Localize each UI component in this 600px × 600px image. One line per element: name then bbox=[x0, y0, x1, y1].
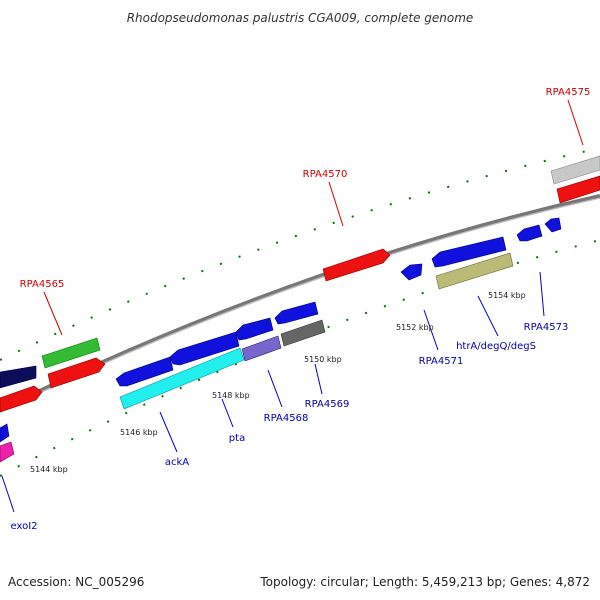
gene-label-rpa4571: RPA4571 bbox=[419, 356, 464, 367]
forward-gene-labels: RPA4565 RPA4570 RPA4575 bbox=[20, 87, 591, 290]
position-label-5154-kbp: 5154 kbp bbox=[488, 291, 526, 300]
genome-title: Rhodopseudomonas palustris CGA009, compl… bbox=[127, 11, 474, 25]
forward-gene-rpa4575[interactable] bbox=[556, 175, 600, 204]
reverse-gene-blue-b[interactable] bbox=[235, 317, 274, 341]
forward-gene-navy[interactable] bbox=[0, 365, 37, 389]
position-label-5152-kbp: 5152 kbp bbox=[396, 323, 434, 332]
reverse-gene-rpa4571[interactable] bbox=[400, 263, 423, 281]
position-label-5148-kbp: 5148 kbp bbox=[212, 391, 250, 400]
position-labels: 5144 kbp 5146 kbp 5148 kbp 5150 kbp 5152 kbp… bbox=[30, 291, 526, 474]
position-label-5144-kbp: 5144 kbp bbox=[30, 465, 68, 474]
genome-backbone-highlight bbox=[0, 197, 600, 413]
gene-label-rpa4569: RPA4569 bbox=[305, 399, 350, 410]
reverse-gene-labels: exoI2 ackA pta RPA4568 RPA4569 RPA4571 htrA/de… bbox=[10, 322, 568, 532]
gene-label-rpa4570: RPA4570 bbox=[303, 169, 348, 180]
reverse-gene-blue-c[interactable] bbox=[274, 301, 319, 325]
gene-label-htra-degq-degs: htrA/degQ/degS bbox=[456, 341, 536, 352]
accession-text: Accession: NC_005296 bbox=[8, 575, 144, 589]
position-label-5150-kbp: 5150 kbp bbox=[304, 355, 342, 364]
gene-label-rpa4573: RPA4573 bbox=[524, 322, 569, 333]
reverse-gene-pta[interactable] bbox=[119, 347, 245, 410]
reverse-gene-blue-left[interactable] bbox=[0, 423, 10, 443]
forward-gene-rpa4570[interactable] bbox=[322, 248, 391, 282]
reverse-gene-rpa4568[interactable] bbox=[241, 335, 282, 362]
reverse-gene-acka[interactable] bbox=[115, 356, 174, 387]
position-label-5146-kbp: 5146 kbp bbox=[120, 428, 158, 437]
forward-gene-red[interactable] bbox=[47, 357, 106, 389]
forward-label-pointers bbox=[43, 99, 584, 336]
reverse-gene-blue-a[interactable] bbox=[169, 331, 240, 366]
gene-label-rpa4568: RPA4568 bbox=[264, 413, 309, 424]
forward-gene-grey[interactable] bbox=[550, 155, 600, 185]
forward-gene-red-left[interactable] bbox=[0, 385, 43, 413]
reverse-gene-rpa4569[interactable] bbox=[280, 319, 326, 347]
genome-backbone bbox=[0, 194, 600, 412]
gene-label-rpa4565: RPA4565 bbox=[20, 279, 65, 290]
reverse-gene-htra[interactable] bbox=[435, 252, 514, 290]
gene-label-rpa4575: RPA4575 bbox=[546, 87, 591, 98]
genome-summary-text: Topology: circular; Length: 5,459,213 bp… bbox=[259, 575, 590, 589]
gene-label-acka: ackA bbox=[165, 457, 189, 468]
reverse-label-pointers bbox=[1, 271, 545, 513]
inner-tick-track bbox=[0, 239, 600, 477]
reverse-gene-exoi2[interactable] bbox=[0, 441, 15, 463]
gene-label-pta: pta bbox=[229, 433, 245, 444]
forward-gene-rpa4565-green[interactable] bbox=[41, 337, 101, 369]
reverse-gene-htra-arrow[interactable] bbox=[431, 236, 507, 268]
reverse-gene-rpa4573-a[interactable] bbox=[516, 224, 543, 242]
gene-label-exoi2: exoI2 bbox=[10, 521, 37, 532]
reverse-gene-rpa4573-b[interactable] bbox=[544, 217, 562, 233]
